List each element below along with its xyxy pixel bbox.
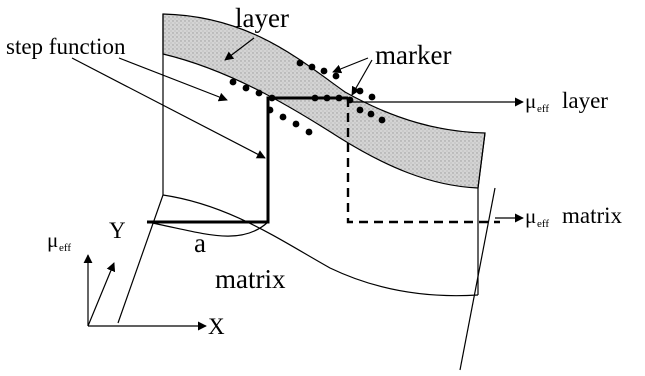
- layer-label: layer: [235, 3, 289, 33]
- x-axis-label: X: [208, 314, 225, 339]
- mu-eff-axis-label: μ eff: [47, 228, 71, 254]
- marker-dot: [255, 89, 263, 97]
- marker-dot: [378, 116, 386, 124]
- marker-dot: [242, 84, 250, 92]
- marker-dot: [320, 67, 328, 75]
- marker-dot: [335, 94, 343, 102]
- y-axis-label: Y: [109, 218, 126, 243]
- svg-text:eff: eff: [59, 242, 71, 254]
- marker-dot: [296, 59, 304, 67]
- marker-dot: [368, 93, 376, 101]
- marker-dot: [305, 128, 313, 136]
- marker-dots: [229, 59, 386, 136]
- marker-dot: [356, 106, 364, 114]
- step-function-lines: [147, 96, 348, 224]
- marker-dot: [323, 94, 331, 102]
- svg-text:eff: eff: [537, 103, 549, 115]
- marker-dot: [279, 113, 287, 121]
- mu-eff-layer-label: μ eff layer: [525, 88, 608, 115]
- dashed-matrix-level: [346, 98, 500, 224]
- svg-text:μ: μ: [47, 228, 58, 252]
- marker-dot: [332, 72, 340, 80]
- mu-eff-matrix-label: μ eff matrix: [525, 203, 623, 230]
- marker-dot: [266, 106, 274, 114]
- marker-dot: [311, 94, 319, 102]
- matrix-label: matrix: [215, 264, 286, 294]
- annotation-arrows: [71, 37, 524, 331]
- step-function-label: step function: [6, 34, 126, 59]
- svg-text:eff: eff: [537, 218, 549, 230]
- a-label: a: [194, 228, 206, 258]
- marker-dot: [229, 78, 237, 86]
- marker-dot: [292, 120, 300, 128]
- svg-text:μ: μ: [525, 204, 536, 228]
- svg-text:matrix: matrix: [562, 203, 623, 228]
- marker-dot: [308, 63, 316, 71]
- marker-dot: [268, 94, 276, 102]
- marker-label: marker: [375, 40, 451, 70]
- svg-text:layer: layer: [562, 88, 608, 113]
- svg-text:μ: μ: [525, 89, 536, 113]
- marker-dot: [367, 110, 375, 118]
- marker-dot: [356, 87, 364, 95]
